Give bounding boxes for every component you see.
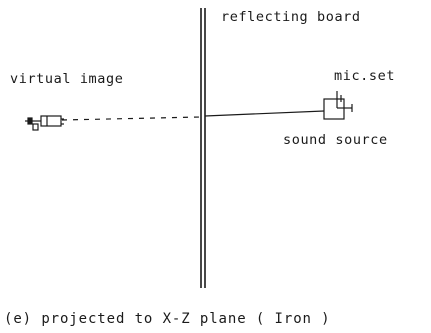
virtual-image-dashed-line [61,116,202,121]
virtual-image-label: virtual image [10,71,124,87]
sound-source-label: sound source [283,132,388,148]
figure-caption: (e) projected to X-Z plane ( Iron ) [4,311,331,327]
reflecting-board [200,8,206,288]
virtual-image-symbol [25,115,64,131]
reflecting-board-label: reflecting board [221,9,361,25]
sound-path-line [204,110,325,117]
sound-source-symbol [323,91,353,120]
mic-set-label: mic.set [334,68,396,84]
